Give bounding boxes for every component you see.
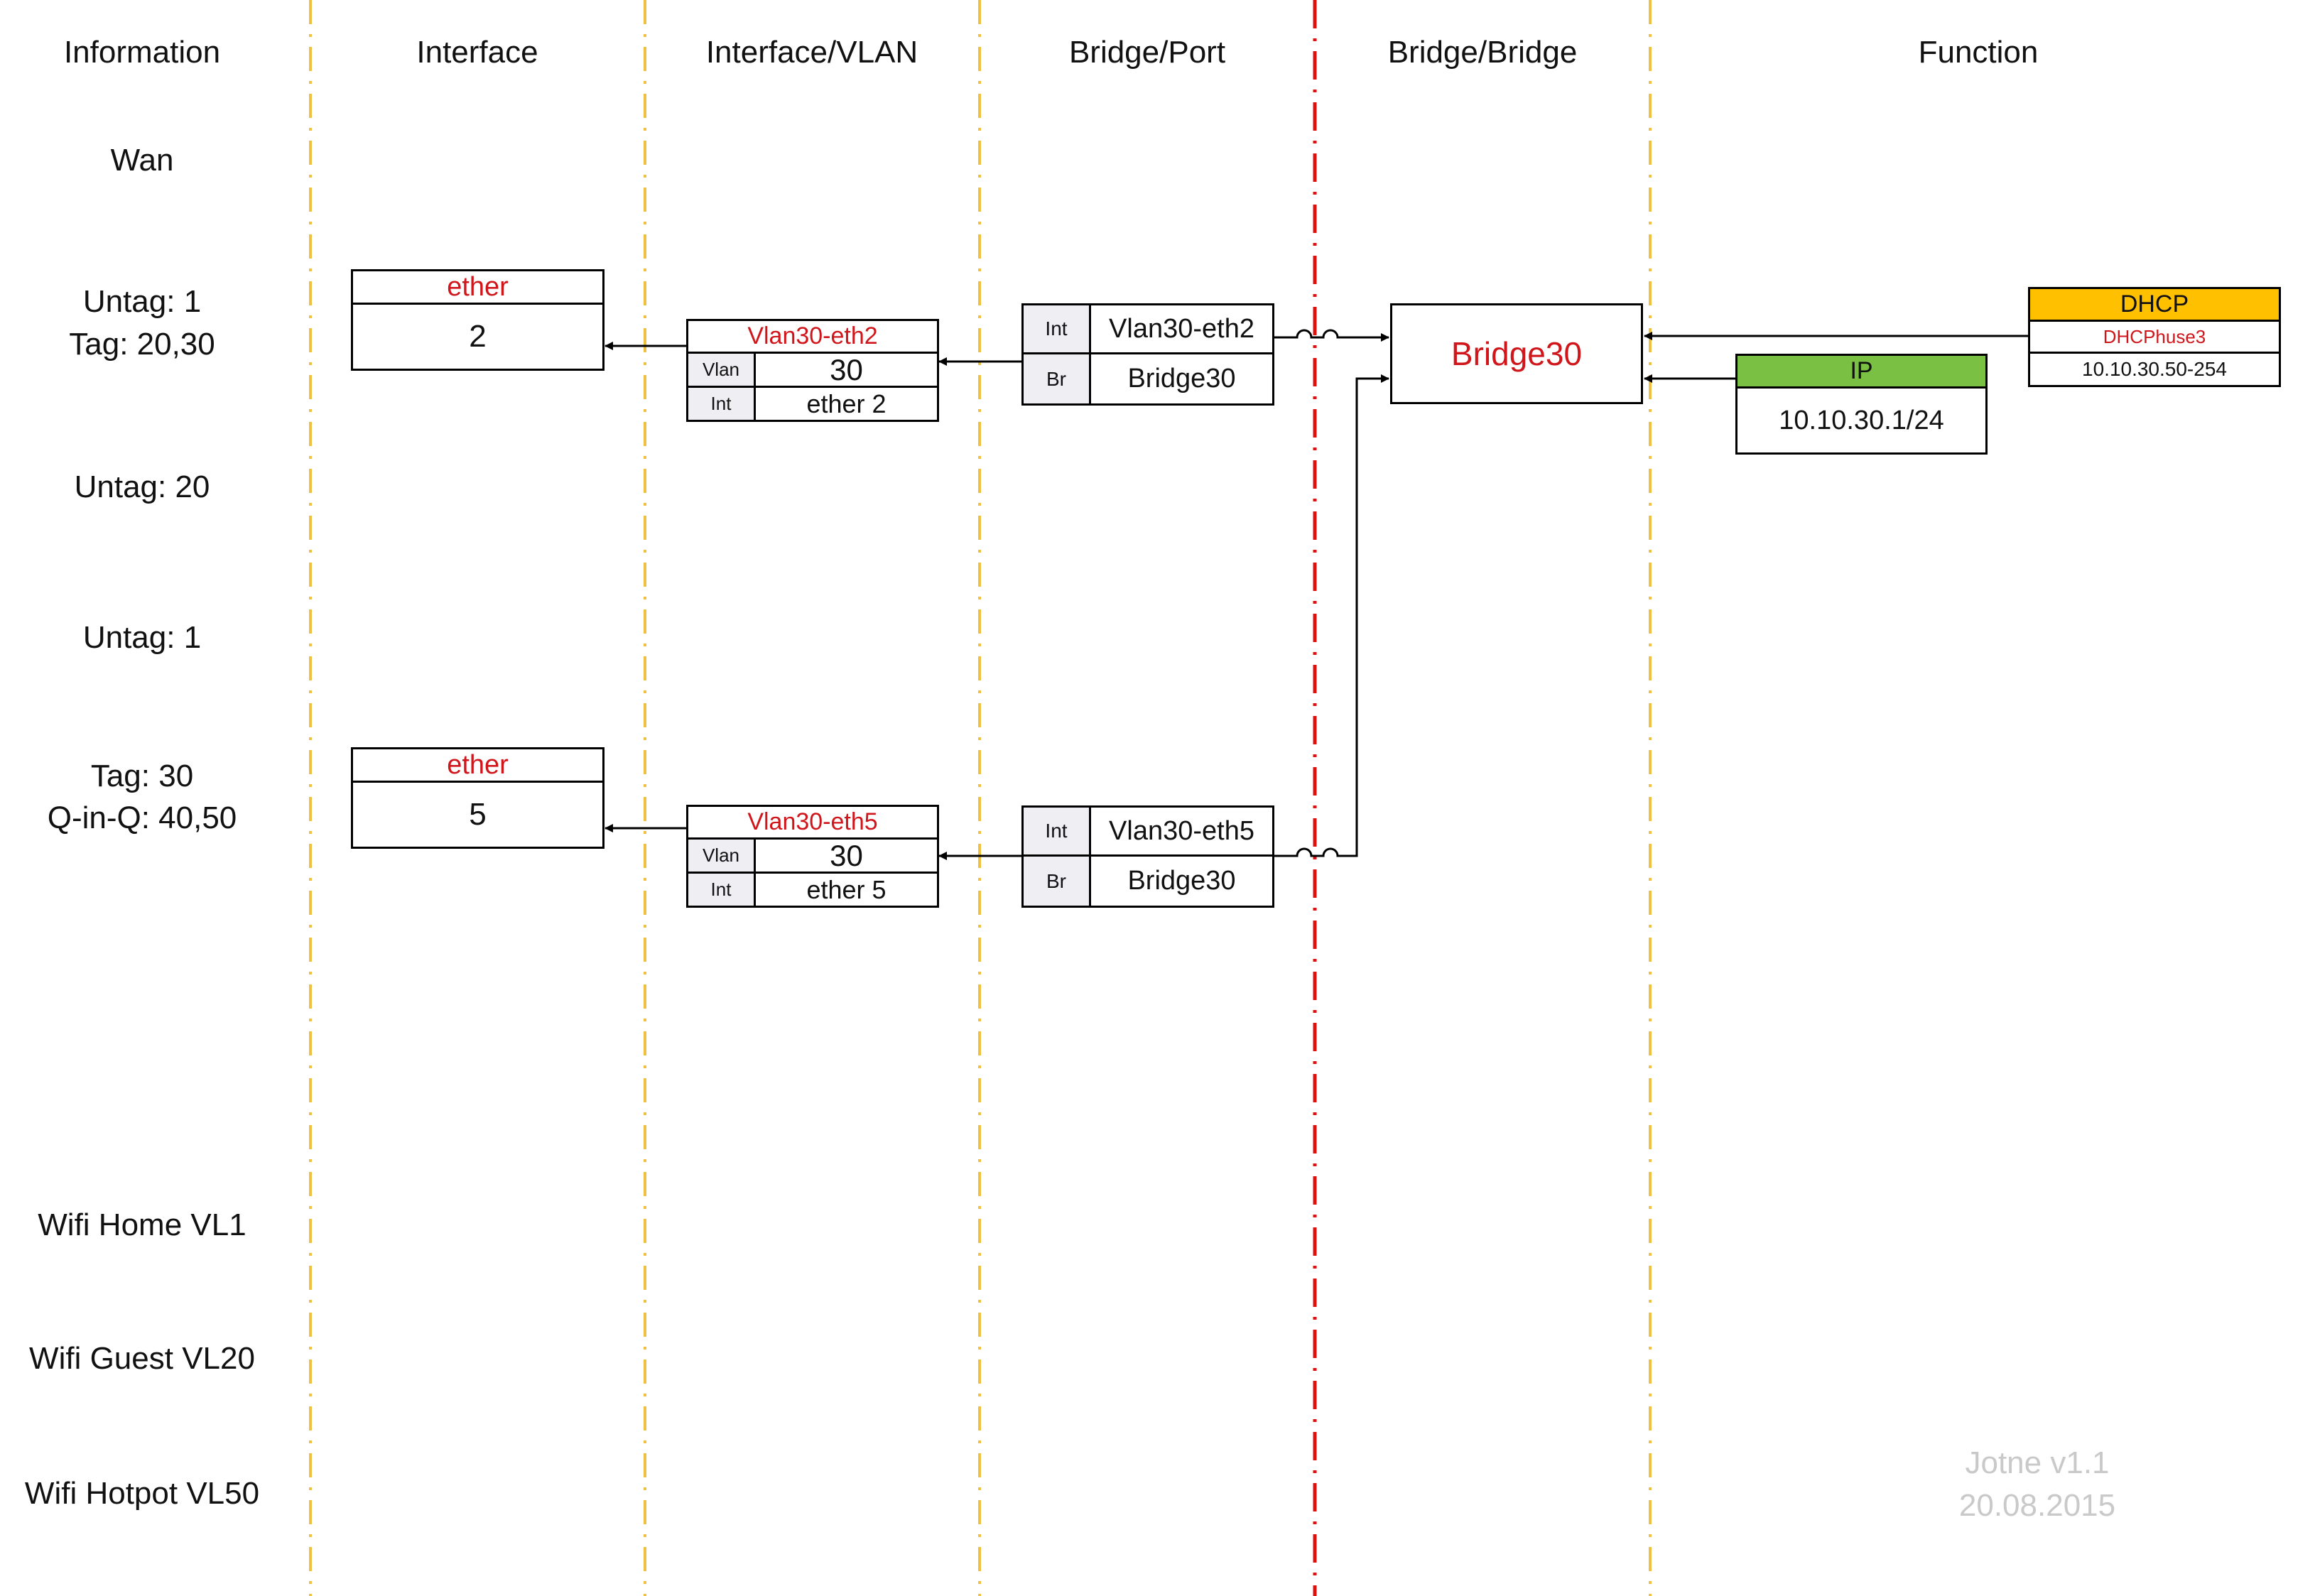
header-function: Function xyxy=(1918,35,2039,70)
connector xyxy=(1274,329,1389,342)
int-label: Int xyxy=(1024,808,1091,857)
interface-box-ether2[interactable]: ether 2 xyxy=(351,269,604,371)
header-interface: Interface xyxy=(416,35,538,70)
dhcp-title: DHCP xyxy=(2030,289,2279,322)
vlan-name: Vlan30-eth2 xyxy=(688,321,937,354)
vlan-name: Vlan30-eth5 xyxy=(688,807,937,840)
int-label: Int xyxy=(688,388,756,420)
ip-address: 10.10.30.1/24 xyxy=(1779,405,1944,435)
dhcp-range: 10.10.30.50-254 xyxy=(2082,358,2227,380)
connector xyxy=(1274,374,1389,857)
info-port5-tag: Tag: 30 xyxy=(90,759,194,793)
header-bridge-port: Bridge/Port xyxy=(1068,35,1226,70)
dhcp-name: DHCPhuse3 xyxy=(2030,322,2279,354)
info-wifi-hotspot: Wifi Hotpot VL50 xyxy=(24,1476,260,1511)
vlan-id: 30 xyxy=(756,839,937,874)
vlan-box-eth2[interactable]: Vlan30-eth2 Vlan 30 Int ether 2 xyxy=(686,319,939,422)
info-wifi-guest: Wifi Guest VL20 xyxy=(29,1341,255,1376)
bridge-name: Bridge30 xyxy=(1451,335,1583,372)
br-value: Bridge30 xyxy=(1127,364,1236,393)
interface-number: 2 xyxy=(469,319,487,354)
interface-type: ether xyxy=(353,271,602,305)
int-value: Vlan30-eth5 xyxy=(1091,808,1272,857)
ip-title: IP xyxy=(1737,356,1985,389)
bridge-port-box-eth5[interactable]: Int Vlan30-eth5 Br Bridge30 xyxy=(1021,805,1274,908)
interface-box-ether5[interactable]: ether 5 xyxy=(351,747,604,849)
header-information: Information xyxy=(63,35,221,70)
vlan-id: 30 xyxy=(756,353,937,388)
bridge-port-box-eth2[interactable]: Int Vlan30-eth2 Br Bridge30 xyxy=(1021,303,1274,406)
watermark-author: Jotne v1.1 xyxy=(1965,1445,2110,1480)
info-port5-qinq: Q-in-Q: 40,50 xyxy=(47,800,237,835)
int-value: ether 5 xyxy=(806,874,887,904)
header-interface-vlan: Interface/VLAN xyxy=(705,35,918,70)
info-wifi-home: Wifi Home VL1 xyxy=(38,1207,246,1242)
br-value: Bridge30 xyxy=(1127,866,1236,896)
ip-box[interactable]: IP 10.10.30.1/24 xyxy=(1735,354,1988,455)
bridge-box[interactable]: Bridge30 xyxy=(1390,303,1643,404)
interface-number: 5 xyxy=(469,797,487,832)
info-wan: Wan xyxy=(110,143,174,178)
vlan-label: Vlan xyxy=(688,840,756,874)
int-label: Int xyxy=(688,874,756,906)
int-value: Vlan30-eth2 xyxy=(1091,305,1272,354)
br-label: Br xyxy=(1024,857,1091,906)
header-bridge-bridge: Bridge/Bridge xyxy=(1387,35,1578,70)
info-port2-tag: Tag: 20,30 xyxy=(69,327,215,362)
info-port2-untag: Untag: 1 xyxy=(82,284,202,319)
vlan-label: Vlan xyxy=(688,354,756,388)
int-value: ether 2 xyxy=(806,389,887,418)
int-label: Int xyxy=(1024,305,1091,354)
br-label: Br xyxy=(1024,354,1091,403)
interface-type: ether xyxy=(353,749,602,783)
vlan-box-eth5[interactable]: Vlan30-eth5 Vlan 30 Int ether 5 xyxy=(686,805,939,908)
info-port3: Untag: 20 xyxy=(74,469,210,504)
info-port4: Untag: 1 xyxy=(82,620,202,655)
watermark-date: 20.08.2015 xyxy=(1958,1488,2116,1523)
dhcp-box[interactable]: DHCP DHCPhuse3 10.10.30.50-254 xyxy=(2028,287,2281,387)
